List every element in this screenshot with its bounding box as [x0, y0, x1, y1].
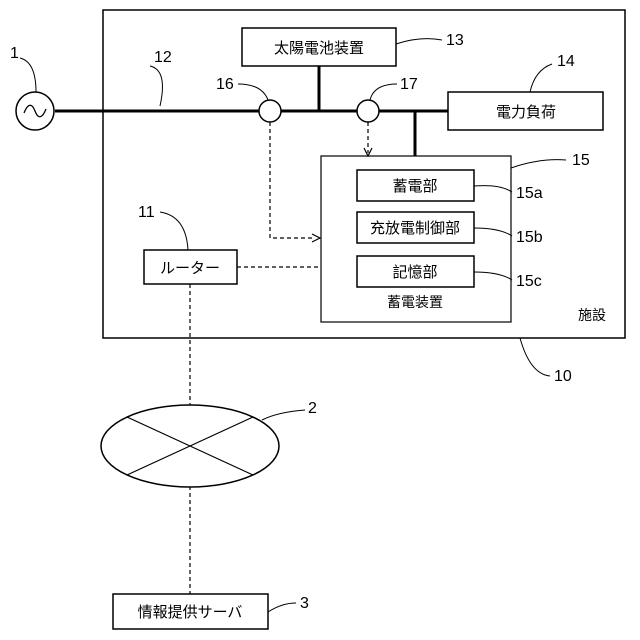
- leader-12: [150, 66, 162, 106]
- memory-label: 記憶部: [392, 263, 437, 281]
- ref-17: 17: [400, 76, 418, 93]
- leader-11: [160, 212, 188, 250]
- leader-10: [520, 338, 550, 376]
- ref-15a: 15a: [516, 185, 543, 202]
- ref-13: 13: [446, 32, 464, 49]
- ref-2: 2: [308, 400, 317, 417]
- ref-1: 1: [10, 45, 19, 62]
- ref-12: 12: [154, 49, 172, 66]
- signal-line-sensor16: [270, 122, 315, 238]
- ref-15: 15: [572, 152, 590, 169]
- ref-11: 11: [138, 204, 155, 221]
- solar-label: 太陽電池装置: [274, 39, 364, 57]
- load-label: 電力負荷: [496, 103, 556, 121]
- grid-source: [16, 92, 54, 130]
- network: [101, 405, 279, 487]
- storage-unit-label: 蓄電部: [392, 177, 437, 195]
- ref-14: 14: [557, 53, 575, 70]
- ref-15b: 15b: [516, 229, 543, 246]
- ref-16: 16: [216, 76, 234, 93]
- facility-label: 施設: [578, 308, 606, 324]
- leader-14: [530, 64, 552, 92]
- storage-label: 蓄電装置: [387, 295, 443, 311]
- sensor-16-icon: [259, 100, 281, 122]
- ref-15c: 15c: [516, 273, 542, 290]
- arrow-to-storage-icon: [312, 234, 320, 242]
- controller-label: 充放電制御部: [370, 219, 460, 237]
- server-label: 情報提供サーバ: [138, 603, 243, 621]
- ref-10: 10: [554, 368, 572, 385]
- leader-17: [370, 84, 397, 100]
- leader-3: [268, 603, 296, 612]
- leader-1: [20, 58, 36, 92]
- router-label: ルーター: [160, 259, 220, 277]
- leader-15: [511, 160, 566, 168]
- leader-13: [396, 39, 442, 44]
- sensor-17-icon: [357, 100, 379, 122]
- leader-16: [238, 84, 268, 100]
- leader-2: [262, 410, 305, 420]
- ref-3: 3: [300, 595, 309, 612]
